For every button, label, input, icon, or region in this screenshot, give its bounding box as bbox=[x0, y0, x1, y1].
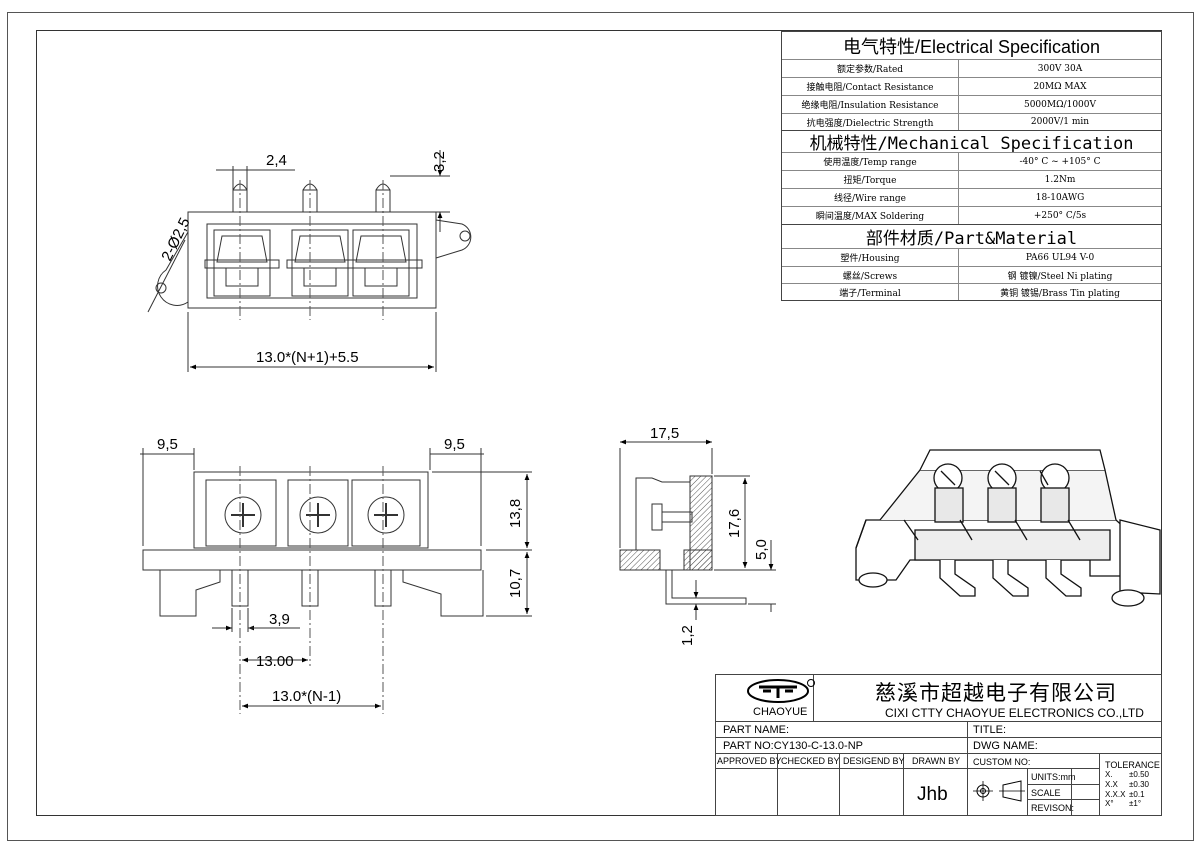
title-label: TITLE: bbox=[973, 724, 1007, 736]
company-name-en: CIXI CTTY CHAOYUE ELECTRONICS CO.,LTD bbox=[885, 706, 1144, 720]
material-header-row bbox=[782, 224, 1161, 248]
spec-value: +250° C/5s bbox=[1033, 210, 1087, 221]
projection-symbol bbox=[973, 780, 1025, 802]
spec-label: 线径/Wire range bbox=[782, 189, 959, 206]
title-block: CHAOYUE 慈溪市超越电子有限公司 CIXI CTTY CHAOYUE EL… bbox=[715, 674, 1162, 816]
units-label: UNITS:mm bbox=[1031, 772, 1076, 782]
drawn-by: DRAWN BY bbox=[912, 756, 961, 766]
spec-row: 塑件/Housing PA66 UL94 V-0 bbox=[782, 248, 1161, 266]
tolerance-value: ±1° bbox=[1129, 799, 1142, 808]
spec-label: 绝缘电阻/Insulation Resistance bbox=[782, 96, 959, 113]
inner-frame bbox=[36, 30, 1162, 816]
spec-value: 5000MΩ/1000V bbox=[1023, 99, 1097, 110]
spec-value: 20MΩ MAX bbox=[1033, 81, 1087, 92]
spec-value: 18-10AWG bbox=[1035, 192, 1085, 203]
top-cell-1 bbox=[204, 183, 280, 297]
top-cell-3 bbox=[347, 183, 423, 297]
spec-value: 1.2Nm bbox=[1044, 174, 1076, 185]
mechanical-spec-title: 机械特性/Mechanical Specification bbox=[809, 133, 1134, 154]
scale-label: SCALE bbox=[1031, 788, 1061, 798]
spec-value: -40° C ~ +105° C bbox=[1019, 156, 1101, 167]
spec-value: 钢 镀镍/Steel Ni plating bbox=[1007, 271, 1113, 282]
dim-pin-height: 3,2 bbox=[431, 151, 448, 172]
outer-frame bbox=[7, 12, 1194, 841]
spec-row: 接触电阻/Contact Resistance 20MΩ MAX bbox=[782, 77, 1161, 95]
designed-by: DESIGEND BY bbox=[843, 756, 905, 766]
part-no: PART NO:CY130-C-13.0-NP bbox=[723, 740, 863, 752]
spec-row: 绝缘电阻/Insulation Resistance 5000MΩ/1000V bbox=[782, 95, 1161, 113]
spec-row: 扭矩/Torque 1.2Nm bbox=[782, 170, 1161, 188]
top-cell-2 bbox=[286, 183, 354, 297]
spec-label: 瞬间温度/MAX Soldering bbox=[782, 207, 959, 224]
spec-row: 使用温度/Temp range -40° C ~ +105° C bbox=[782, 152, 1161, 170]
dim-side-pin: 1,2 bbox=[679, 625, 696, 646]
side-view bbox=[619, 439, 776, 620]
tolerance-key: X° bbox=[1105, 799, 1114, 808]
dim-pitch: 13.00 bbox=[256, 653, 294, 670]
tolerance-value: ±0.50 bbox=[1129, 770, 1149, 779]
drawn-by-value: Jhb bbox=[917, 784, 948, 805]
specification-table: 电气特性/Electrical Specification 额定参数/Rated… bbox=[781, 31, 1162, 301]
electrical-spec-title: 电气特性/Electrical Specification bbox=[842, 36, 1101, 57]
checked-by: CHECKED BY bbox=[781, 756, 840, 766]
spec-label: 使用温度/Temp range bbox=[782, 153, 959, 170]
spec-label: 塑件/Housing bbox=[782, 249, 959, 266]
spec-value: 2000V/1 min bbox=[1030, 117, 1090, 127]
dim-front-height-lower: 10,7 bbox=[507, 569, 524, 598]
spec-label: 接触电阻/Contact Resistance bbox=[782, 78, 959, 95]
mechanical-header-row bbox=[782, 130, 1161, 152]
tolerance-value: ±0.30 bbox=[1129, 780, 1149, 789]
dim-side-depth: 17,5 bbox=[650, 425, 679, 442]
spec-row: 螺丝/Screws 钢 镀镍/Steel Ni plating bbox=[782, 266, 1161, 283]
spec-label: 端子/Terminal bbox=[782, 284, 959, 300]
spec-value: 黄铜 镀锡/Brass Tin plating bbox=[1000, 288, 1120, 299]
spec-row: 额定参数/Rated 300V 30A bbox=[782, 59, 1161, 77]
dim-top-overall: 13.0*(N+1)+5.5 bbox=[256, 349, 359, 366]
approved-by: APPROVED BY bbox=[717, 756, 782, 766]
top-view bbox=[147, 150, 472, 372]
company-name-cn: 慈溪市超越电子有限公司 bbox=[875, 681, 1117, 705]
dim-front-right: 9,5 bbox=[444, 436, 465, 453]
spec-label: 额定参数/Rated bbox=[782, 60, 959, 77]
front-view bbox=[140, 448, 532, 714]
dim-side-low: 5,0 bbox=[753, 539, 770, 560]
logo-text: CHAOYUE bbox=[753, 706, 808, 718]
part-name-label: PART NAME: bbox=[723, 724, 790, 736]
spec-label: 扭矩/Torque bbox=[782, 171, 959, 188]
tolerance-label: TOLERANCE bbox=[1105, 760, 1160, 770]
custom-no: CUSTOM NO: bbox=[973, 757, 1031, 767]
spec-label: 抗电强度/Dielectric Strength bbox=[782, 114, 959, 130]
spec-row: 瞬间温度/MAX Soldering +250° C/5s bbox=[782, 206, 1161, 224]
dim-pin-width-front: 3,9 bbox=[269, 611, 290, 628]
dim-pitch-span: 13.0*(N-1) bbox=[272, 688, 341, 705]
tolerance-key: X.X bbox=[1105, 780, 1118, 789]
dim-front-height-upper: 13,8 bbox=[507, 499, 524, 528]
spec-value: 300V 30A bbox=[1037, 63, 1083, 74]
revision-label: REVISON: bbox=[1031, 803, 1075, 813]
dim-front-left: 9,5 bbox=[157, 436, 178, 453]
spec-row: 抗电强度/Dielectric Strength 2000V/1 min bbox=[782, 113, 1161, 130]
spec-value: PA66 UL94 V-0 bbox=[1025, 252, 1095, 263]
tolerance-key: X.X.X bbox=[1105, 790, 1126, 799]
isometric-view bbox=[855, 449, 1161, 607]
tolerance-key: X. bbox=[1105, 770, 1113, 779]
spec-label: 螺丝/Screws bbox=[782, 267, 959, 283]
company-logo bbox=[747, 679, 815, 703]
material-title: 部件材质/Part&Material bbox=[865, 228, 1078, 249]
dwg-name-label: DWG NAME: bbox=[973, 740, 1038, 752]
tolerance-value: ±0.1 bbox=[1129, 790, 1145, 799]
dim-side-height: 17,6 bbox=[726, 509, 743, 538]
spec-row: 线径/Wire range 18-10AWG bbox=[782, 188, 1161, 206]
spec-row: 端子/Terminal 黄铜 镀锡/Brass Tin plating bbox=[782, 283, 1161, 300]
dim-pin-width: 2,4 bbox=[266, 152, 287, 169]
